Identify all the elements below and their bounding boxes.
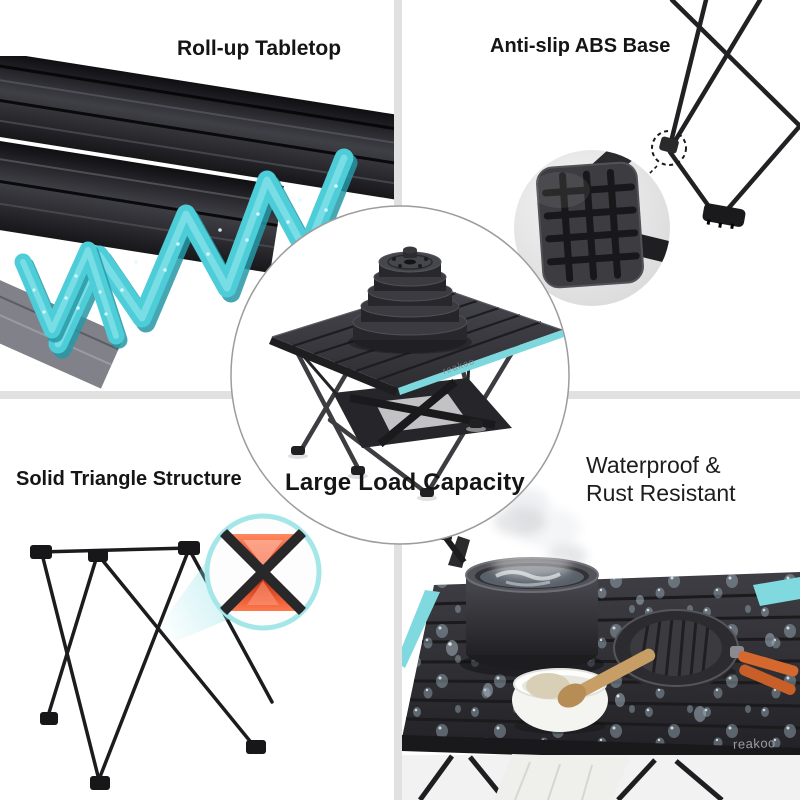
joint-zoom-inset (204, 513, 322, 631)
frying-pan (613, 609, 799, 696)
triangle-structure-photo (30, 513, 322, 790)
waterproof-table-photo (402, 489, 800, 800)
tabletop-teal-edge (398, 330, 564, 395)
feature-label-solid-triangle: Solid Triangle Structure (16, 468, 242, 490)
leg-foot (702, 203, 746, 229)
frame-corner-blocks (30, 541, 266, 790)
folding-frame (38, 546, 274, 786)
feature-label-waterproof-line1: Waterproof & (586, 452, 721, 478)
cooking-pot (440, 531, 604, 677)
mesh-basket (298, 344, 512, 448)
towel (494, 754, 630, 800)
feature-label-rollup-tabletop: Roll-up Tabletop (177, 37, 342, 60)
feature-label-waterproof-line2: Rust Resistant (586, 480, 736, 506)
feature-label-load-capacity: Large Load Capacity (285, 469, 525, 496)
weight-plates-stack (348, 246, 472, 354)
abs-base-photo (514, 0, 800, 306)
rollup-tabletop-photo (0, 56, 394, 389)
pan-handle-orange (738, 651, 799, 677)
bowl-sponge-spoon (512, 648, 656, 734)
center-load-capacity-photo (269, 246, 564, 501)
steam (477, 489, 587, 568)
feature-label-antislip-abs-base: Anti-slip ABS Base (490, 35, 671, 57)
leg-highlight-dashed-circle (651, 130, 687, 166)
sponge (526, 673, 570, 699)
center-table-feet (288, 419, 486, 501)
brand-watermark-bottom-right: reakoo (732, 735, 776, 752)
wooden-spoon (557, 648, 656, 708)
large-droplets (446, 595, 775, 722)
abs-base-zoom-inset (514, 150, 670, 306)
feature-label-waterproof: Waterproof & Rust Resistant (586, 451, 736, 507)
